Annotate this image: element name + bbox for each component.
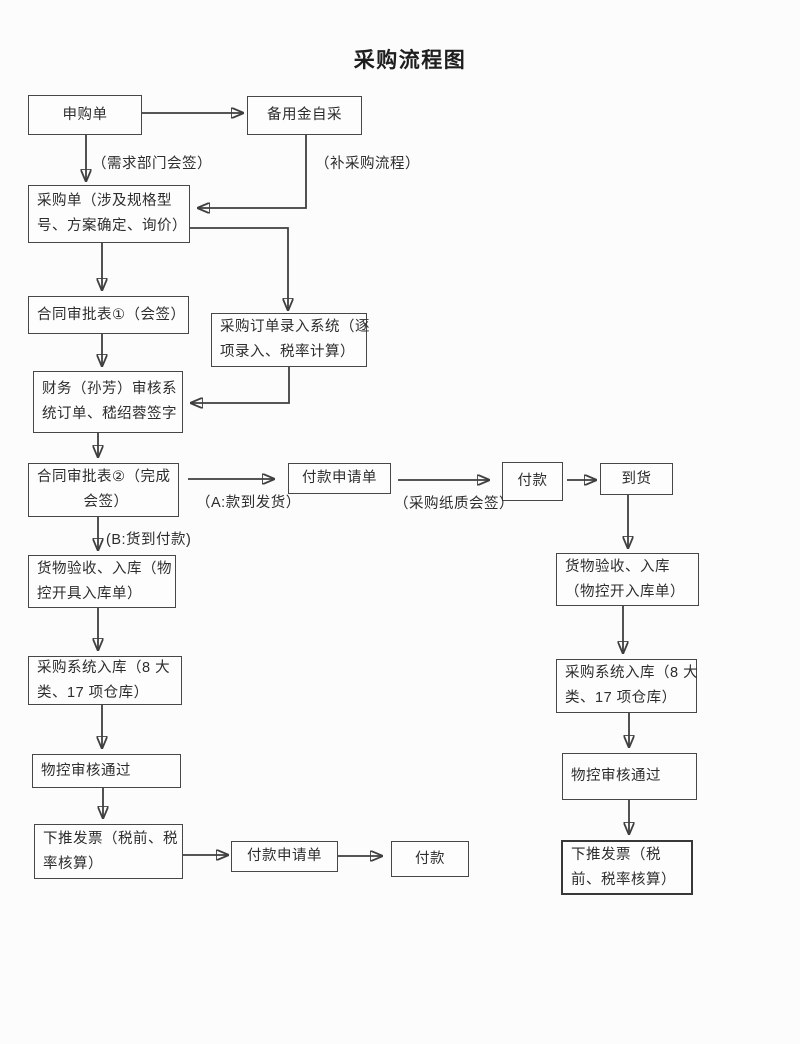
node-label: 控开具入库单） [37,585,142,602]
arrow-pettycash-to-purchaseorder [198,135,307,208]
node-label: 付款 [415,850,445,867]
node-material-control-left: 物控审核通过 [32,754,181,788]
node-label: 付款 [517,473,548,489]
node-material-control-right: 物控审核通过 [562,753,697,800]
node-label: 付款申请单 [247,848,322,864]
node-label: 类、17 项仓库） [37,684,149,701]
node-label: 类、17 项仓库） [565,690,677,706]
node-contract-approval-2: 合同审批表②（完成 会签） [28,463,179,517]
node-label: 号、方案确定、询价） [37,218,187,234]
node-petty-cash-self-purchase: 备用金自采 [247,96,362,135]
node-label: 会签） [83,494,129,510]
node-label: 财务（孙芳）审核系 [42,381,177,397]
node-warehouse-entry-left: 采购系统入库（8 大 类、17 项仓库） [28,656,182,705]
node-label: （物控开入库单） [565,583,685,600]
edge-label-b-delivery-before-payment: (B:货到付款) [106,532,192,548]
node-finance-review: 财务（孙芳）审核系 统订单、嵇绍蓉签字 [33,371,183,433]
node-goods-inspection-left: 货物验收、入库（物 控开具入库单） [28,555,176,608]
node-label: 货物验收、入库（物 [37,560,172,577]
node-order-entry-system: 采购订单录入系统（逐 项录入、税率计算） [211,313,370,367]
node-purchase-request: 申购单 [28,95,142,135]
node-label: 项录入、税率计算） [220,344,355,360]
node-goods-inspection-right: 货物验收、入库 （物控开入库单） [556,553,699,606]
node-label: 物控审核通过 [41,762,131,779]
node-label: 前、税率核算） [571,871,676,888]
node-label: 备用金自采 [267,107,342,123]
node-label: 采购系统入库（8 大 [37,659,171,676]
node-label: 率核算） [43,855,103,872]
node-label: 合同审批表②（完成 [37,469,171,485]
node-label: 物控审核通过 [571,768,661,784]
node-label: 采购订单录入系统（逐 [220,319,370,335]
edge-label-a-payment-before-delivery: （A:款到发货） [196,495,301,511]
node-label: 采购系统入库（8 大 [565,665,699,681]
page-title: 采购流程图 [353,49,467,72]
node-goods-arrival: 到货 [600,463,673,495]
node-label: 统订单、嵇绍蓉签字 [42,406,177,422]
edge-label-supplementary-purchase-process: （补采购流程） [315,156,420,172]
node-label: 下推发票（税前、税 [43,830,178,847]
node-payment-bottom: 付款 [391,841,469,877]
node-label: 申购单 [62,106,108,123]
node-label: 采购单（涉及规格型 [37,193,172,209]
arrow-orderentry-to-finance [191,367,290,403]
node-label: 合同审批表①（会签） [37,306,186,323]
node-label: 到货 [621,470,652,487]
node-contract-approval-1: 合同审批表①（会签） [28,296,189,334]
node-label: 下推发票（税 [571,846,661,863]
node-warehouse-entry-right: 采购系统入库（8 大 类、17 项仓库） [556,659,699,713]
node-payment-request-bottom: 付款申请单 [231,841,338,872]
edge-label-demand-dept-countersign: （需求部门会签） [92,156,212,172]
edge-label-purchase-paper-countersign: （采购纸质会签） [394,496,514,512]
arrow-purchaseorder-to-orderentry [190,227,288,310]
node-payment-request-top: 付款申请单 [288,463,391,494]
node-invoice-push-left: 下推发票（税前、税 率核算） [34,824,183,879]
node-invoice-push-right: 下推发票（税 前、税率核算） [561,840,693,895]
node-payment-top: 付款 [502,462,563,501]
node-label: 货物验收、入库 [565,558,670,575]
node-purchase-order: 采购单（涉及规格型 号、方案确定、询价） [28,185,190,243]
node-label: 付款申请单 [302,470,377,486]
